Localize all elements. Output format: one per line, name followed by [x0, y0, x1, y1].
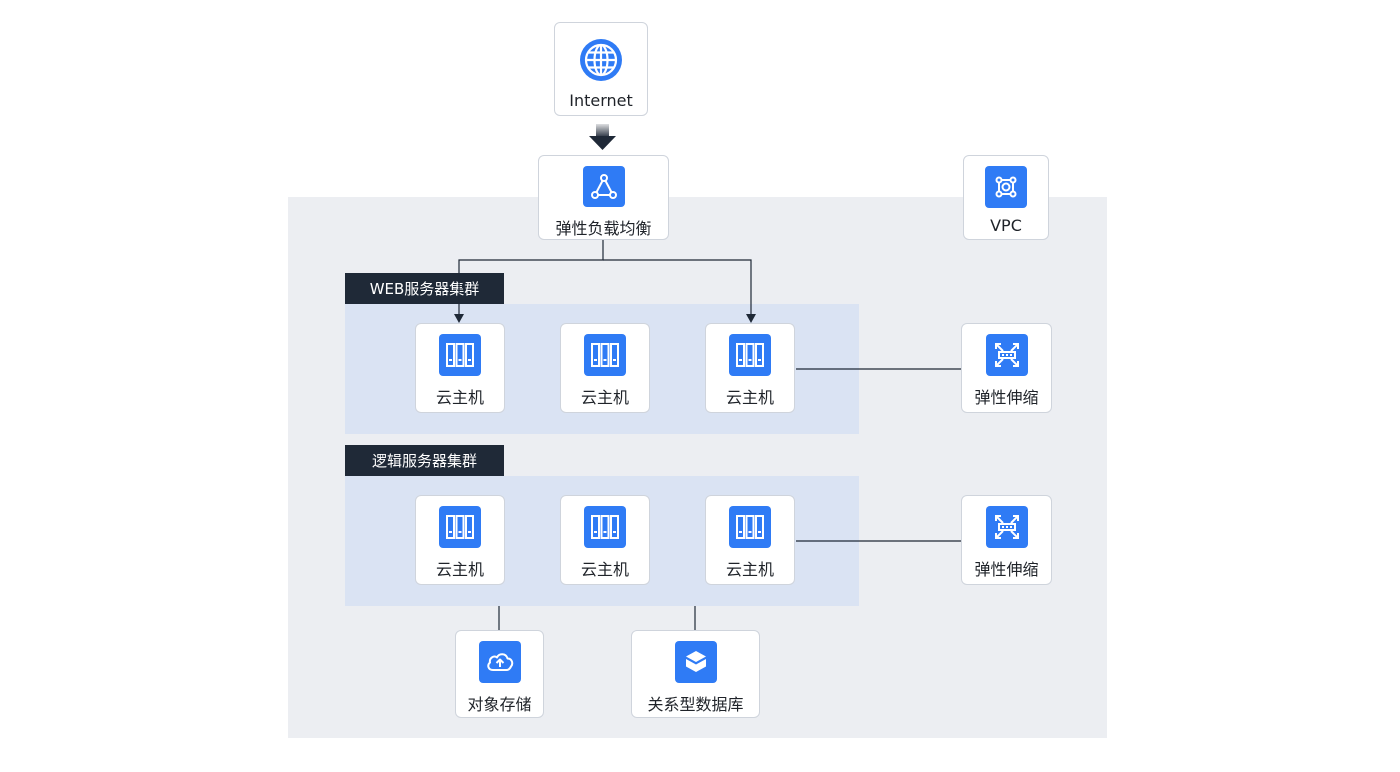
web-server-2[interactable]: 云主机: [560, 323, 650, 413]
server-label: 云主机: [580, 560, 629, 579]
database-label: 关系型数据库: [647, 695, 744, 714]
load-balancer-label: 弹性负载均衡: [555, 219, 652, 238]
arrowhead: [454, 314, 464, 323]
internet-label: Internet: [569, 91, 633, 110]
server-icon: [584, 334, 626, 376]
web-server-3[interactable]: 云主机: [705, 323, 795, 413]
server-icon: [439, 334, 481, 376]
internet-to-lb-arrow: [589, 124, 616, 150]
logic-server-3[interactable]: 云主机: [705, 495, 795, 585]
autoscaling-lines: [498, 368, 962, 630]
web-server-1[interactable]: 云主机: [415, 323, 505, 413]
server-icon: [439, 506, 481, 548]
logic-autoscaling-node[interactable]: 弹性伸缩: [961, 495, 1052, 585]
arrowhead: [746, 314, 756, 323]
object-storage-node[interactable]: 对象存储: [455, 630, 544, 718]
globe-icon: [578, 37, 624, 83]
object-storage-label: 对象存储: [467, 695, 532, 714]
autoscaling-label: 弹性伸缩: [974, 560, 1039, 579]
auto-scaling-icon: [985, 334, 1028, 376]
lb-to-servers-lines: [458, 240, 752, 316]
logic-server-1[interactable]: 云主机: [415, 495, 505, 585]
auto-scaling-icon: [985, 506, 1028, 548]
database-icon: [674, 641, 717, 683]
cloud-upload-icon: [478, 641, 521, 683]
load-balancer-icon: [582, 166, 625, 207]
logic-cluster-title: 逻辑服务器集群: [345, 445, 504, 476]
server-label: 云主机: [435, 388, 484, 407]
vpc-node[interactable]: VPC: [963, 155, 1049, 240]
database-node[interactable]: 关系型数据库: [631, 630, 760, 718]
server-label: 云主机: [580, 388, 629, 407]
server-icon: [729, 334, 771, 376]
web-autoscaling-node[interactable]: 弹性伸缩: [961, 323, 1052, 413]
server-label: 云主机: [725, 560, 774, 579]
server-label: 云主机: [435, 560, 484, 579]
vpc-icon: [985, 166, 1027, 208]
logic-server-2[interactable]: 云主机: [560, 495, 650, 585]
vpc-label: VPC: [990, 216, 1022, 235]
web-cluster-title: WEB服务器集群: [345, 273, 504, 304]
server-icon: [584, 506, 626, 548]
server-icon: [729, 506, 771, 548]
load-balancer-node[interactable]: 弹性负载均衡: [538, 155, 669, 240]
server-label: 云主机: [725, 388, 774, 407]
autoscaling-label: 弹性伸缩: [974, 388, 1039, 407]
internet-node[interactable]: Internet: [554, 22, 648, 116]
